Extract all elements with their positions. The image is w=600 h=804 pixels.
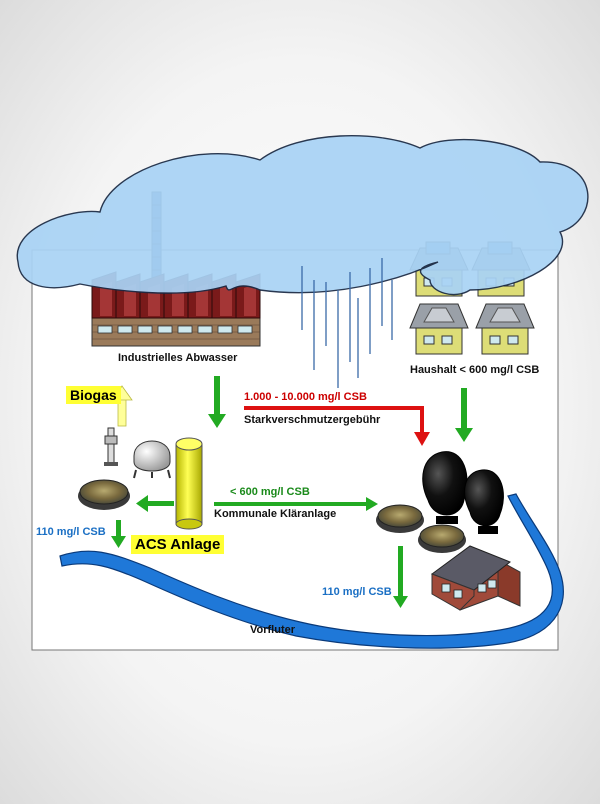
arrow-plant-exchange [214,497,378,511]
label-csb-600: < 600 mg/l CSB [230,486,310,498]
label-household: Haushalt < 600 mg/l CSB [410,364,540,376]
clarifier-basin-left [78,479,130,510]
gas-sphere-icon [133,440,171,479]
clarifier-basin-municipal-2 [418,524,466,553]
clarifier-basin-municipal-1 [376,504,424,533]
house-icon [409,303,469,355]
label-surcharge: Starkverschmutzergebühr [244,414,381,426]
arrow-industrial-down [208,376,226,428]
label-acs-plant: ACS Anlage [131,535,225,554]
treatment-building [430,545,521,611]
arrow-household-down [455,388,473,442]
acs-reactor-tank [175,437,203,530]
pressure-gauge-icon [104,427,118,466]
rain-cloud [16,135,589,296]
rain-lines [301,258,393,388]
river [59,493,564,649]
house-icon [475,303,535,355]
label-municipal-plant: Kommunale Kläranlage [214,508,337,520]
arrow-municipal-outflow [393,546,408,608]
label-industrial-wastewater: Industrielles Abwasser [118,352,238,364]
label-receiving-water: Vorfluter [250,624,296,636]
label-biogas: Biogas [66,386,121,404]
label-csb-110-right: 110 mg/l CSB [322,586,392,598]
arrow-acs-outflow [111,520,126,548]
label-csb-110-left: 110 mg/l CSB [36,526,106,538]
digester-tower-left [422,451,468,524]
arrow-tank-to-stones [136,495,174,512]
label-csb-range: 1.000 - 10.000 mg/l CSB [244,391,367,403]
arrow-surcharge [244,406,430,446]
digester-tower-right [464,469,504,534]
